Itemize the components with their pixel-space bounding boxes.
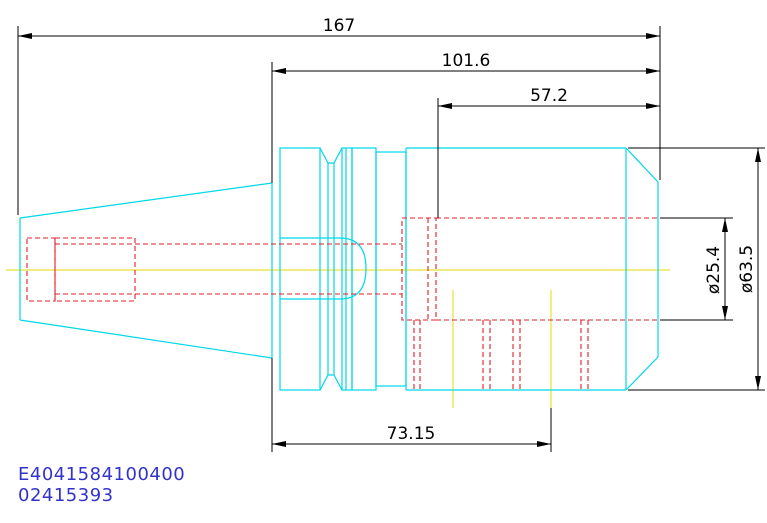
dim-flange-to-end: 101.6 [271,51,660,183]
dim-body-diameter: ø63.5 [628,147,765,391]
hidden-lines [26,217,660,390]
dim-bore-diameter-label: ø25.4 [704,246,724,294]
taper-shank [19,182,273,359]
dim-overall-length-label: 167 [323,16,355,36]
dim-bore-depth-label: 57.2 [530,86,568,106]
dim-overall-length: 167 [17,16,661,215]
part-code-line-2: 02415393 [18,485,114,506]
flange [279,147,407,391]
dim-bore-diameter: ø25.4 [660,217,733,321]
dim-flange-to-holes-label: 73.15 [387,424,436,444]
main-body [405,147,659,391]
part-code-line-1: E4041584100400 [18,464,185,485]
dim-flange-to-end-label: 101.6 [442,51,491,71]
dim-flange-to-holes: 73.15 [271,358,552,452]
dim-body-diameter-label: ø63.5 [737,245,757,293]
dim-bore-depth: 57.2 [437,86,660,218]
